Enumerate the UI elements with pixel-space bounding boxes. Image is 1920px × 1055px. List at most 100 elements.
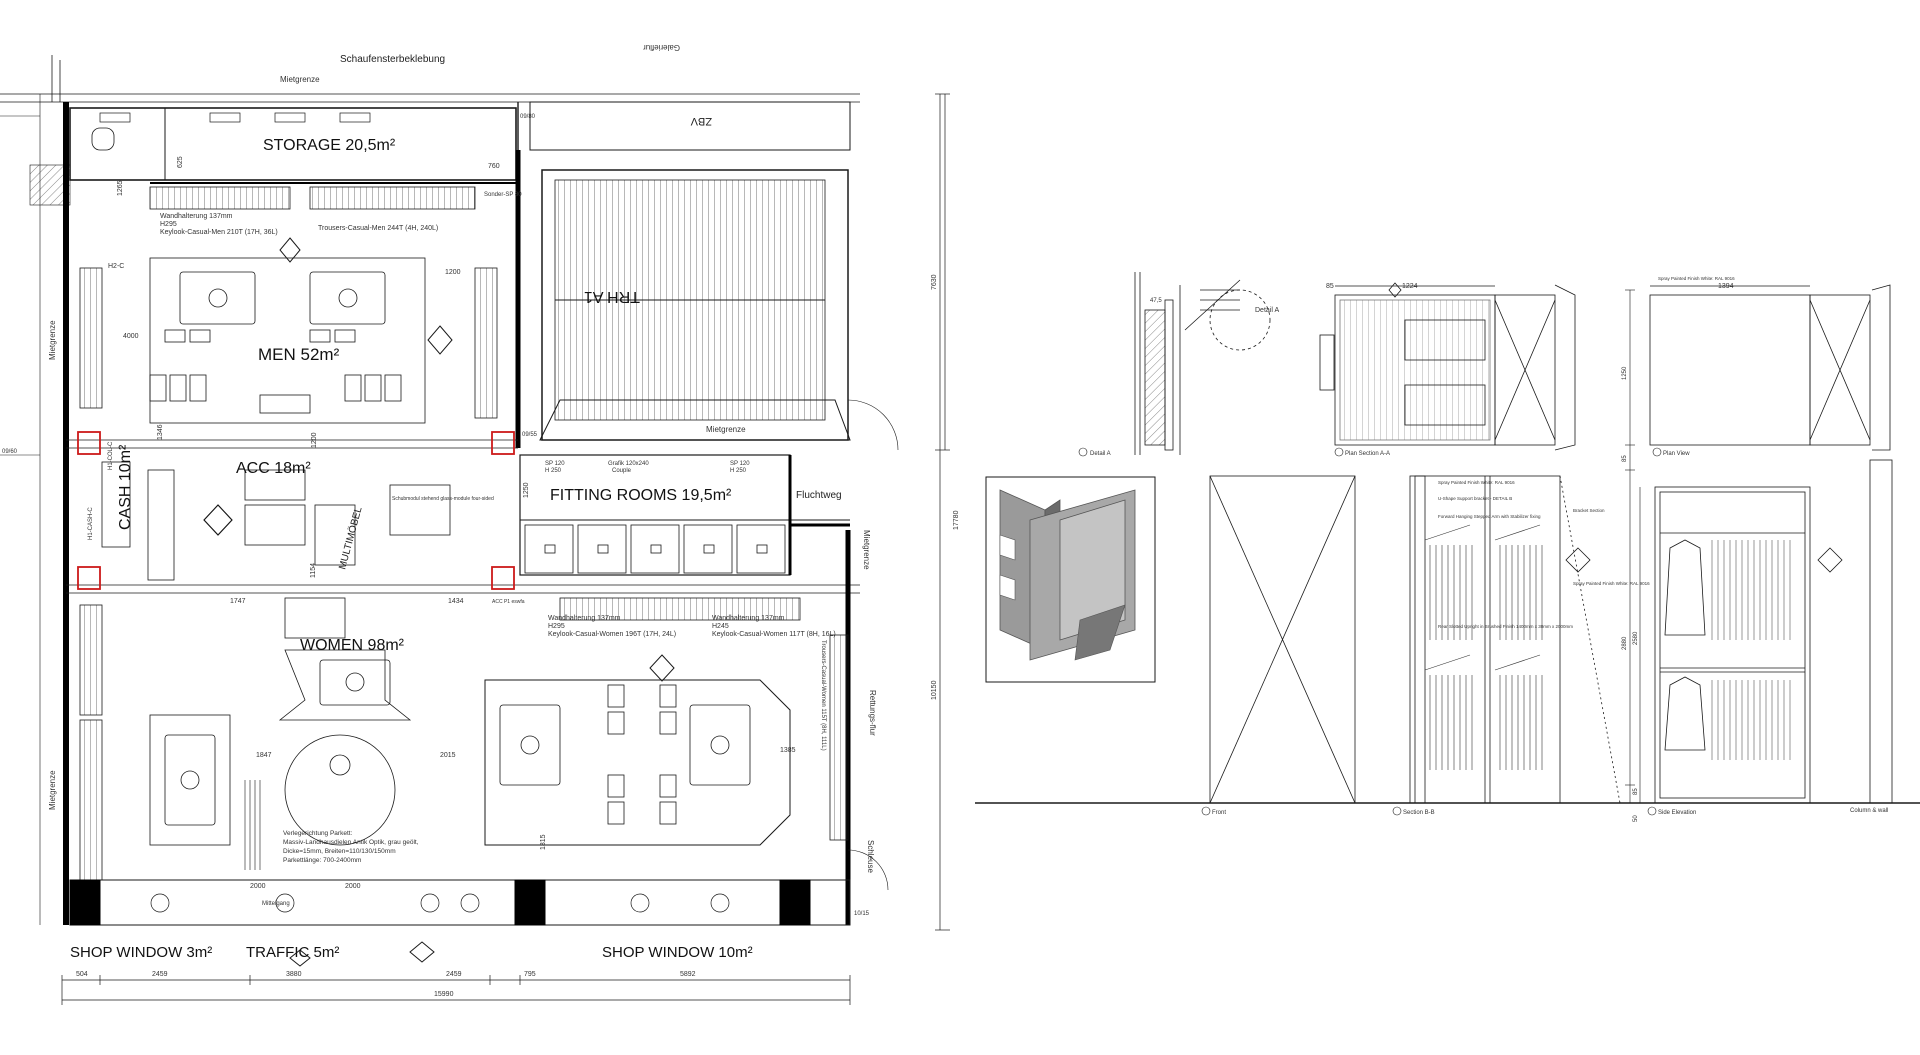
note-ushape: U-Shape Support bracket - DETAIL B (1438, 496, 1512, 501)
label-h295-women: H295 (548, 623, 565, 630)
note-spray-side: Spray Painted Finish White: RAL 9016 (1573, 581, 1650, 586)
label-acc-p1: ACC P1 eswfa (492, 599, 525, 605)
label-mietgrenze-right: Mietgrenze (862, 530, 871, 570)
detail-drawings (975, 272, 1920, 816)
bracket-render (999, 489, 1136, 661)
dim-1346: 1346 (157, 424, 164, 440)
note-forward: Forward Hanging Stepped Arm with Stabili… (1438, 514, 1541, 519)
level-schleuse: 10/15 (854, 911, 870, 917)
room-zbv: ZBV (690, 115, 712, 127)
dim-2000b: 2000 (345, 883, 361, 890)
dim-1265: 1265 (117, 180, 124, 196)
dim-2000a: 2000 (250, 883, 266, 890)
label-couple: Couple (612, 468, 632, 474)
dim-1200a: 1200 (445, 269, 461, 276)
label-mietgrenze-left2: Mietgrenze (48, 770, 57, 810)
note-spray-section: Spray Painted Finish White: RAL 9016 (1438, 480, 1515, 485)
room-acc: ACC 18m² (236, 460, 311, 477)
dim-2015: 2015 (440, 752, 456, 759)
dim-2580: 2580 (1633, 631, 1639, 645)
label-trousers-women: Trousers-Casual-Women 115T (8H, 111L) (820, 640, 826, 751)
dim-50: 50 (1633, 815, 1639, 822)
room-trh: TRH A1 (584, 288, 640, 305)
label-parkett-2: Dicke=15mm, Breiten=110/130/150mm (283, 848, 396, 855)
label-mietgrenze-left1: Mietgrenze (48, 320, 57, 360)
dim-10150: 10150 (931, 680, 938, 700)
dim-1224: 1224 (1402, 283, 1418, 290)
dim-85b: 85 (1622, 455, 1628, 462)
label-grafik: Grafik 120x240 (608, 461, 649, 467)
dim-1315: 1315 (540, 834, 547, 850)
caption-side-elevation: Side Elevation (1658, 810, 1696, 816)
caption-section-b: Section B-B (1403, 810, 1435, 816)
room-traffic: TRAFFIC 5m² (246, 944, 339, 961)
dim-1385: 1385 (780, 747, 796, 754)
level-top: 09/80 (520, 114, 536, 120)
label-wandhalterung-women: Wandhalterung 137mm (548, 615, 621, 622)
note-rear: Rear Slotted Upright in Brushed Finish 1… (1438, 624, 1573, 629)
label-verlegerichtung: Verlegerichtung Parkett: (283, 830, 353, 837)
label-h250-2: H 250 (730, 468, 747, 474)
room-cash: CASH 10m² (117, 444, 134, 530)
dim-2880: 2880 (1622, 636, 1628, 650)
level-left: 09/60 (2, 449, 18, 455)
dim-1394: 1394 (1718, 283, 1734, 290)
dim-85c: 85 (1633, 788, 1639, 795)
label-mittelgang: Mittelgang (262, 901, 290, 907)
label-h245-women: H245 (712, 623, 729, 630)
dim-2459a: 2459 (152, 971, 168, 978)
detail-a-label: Detail A (1255, 307, 1279, 314)
label-parkett-1: Massiv-Landhausdielen Antik Optik, grau … (283, 839, 419, 846)
label-sp120-2: SP 120 (730, 461, 750, 467)
label-wandhalterung-women2: Wandhalterung 137mm (712, 615, 785, 622)
label-keylook-women: Keylook-Casual-Women 196T (17H, 24L) (548, 631, 676, 638)
label-keylook-women2: Keylook-Casual-Women 117T (8H, 16L) (712, 631, 836, 638)
label-trousers-men: Trousers-Casual-Men 244T (4H, 240L) (318, 225, 438, 232)
label-h295-men: H295 (160, 221, 177, 228)
dim-1250: 1250 (523, 482, 530, 498)
dim-4000: 4000 (123, 333, 139, 340)
dim-3880: 3880 (286, 971, 302, 978)
dim-795: 795 (524, 971, 536, 978)
note-bracket-side: Bracket Section (1573, 508, 1605, 513)
dim-17780: 17780 (953, 510, 960, 530)
room-shop-window-right: SHOP WINDOW 10m² (602, 944, 753, 961)
dim-1154: 1154 (310, 563, 317, 578)
label-mietgrenze-stair: Mietgrenze (706, 425, 746, 434)
floor-plan (0, 55, 950, 1005)
dim-5892: 5892 (680, 971, 696, 978)
note-spray-plan: Spray Painted Finish White: RAL 9016 (1658, 276, 1735, 281)
room-men: MEN 52m² (258, 345, 340, 364)
dim-47-5: 47,5 (1150, 298, 1162, 304)
dim-504: 504 (76, 971, 88, 978)
level-mid: 09/55 (522, 432, 538, 438)
label-galerieflur: Galerieflur (643, 43, 680, 52)
label-keylook-men: Keylook-Casual-Men 210T (17H, 36L) (160, 229, 278, 236)
label-schleuse: Schleuse (866, 840, 875, 873)
label-sonder: Sonder-SP 80 (484, 192, 522, 198)
dim-1847: 1847 (256, 752, 272, 759)
dim-15990: 15990 (434, 991, 454, 998)
label-h250-1: H 250 (545, 468, 562, 474)
label-schaufenster: Schaufensterbeklebung (340, 54, 445, 65)
caption-column-wall: Column & wall (1850, 808, 1888, 814)
label-h2c: H2-C (108, 263, 124, 270)
label-parkett-3: Parkettlänge: 700-2400mm (283, 857, 361, 864)
room-storage: STORAGE 20,5m² (263, 137, 396, 154)
dim-2459b: 2459 (446, 971, 462, 978)
dim-1250-detail: 1250 (1622, 366, 1628, 380)
label-wandhalterung-men: Wandhalterung 137mm (160, 213, 233, 220)
dim-1200b: 1200 (311, 432, 318, 448)
caption-plan-view: Plan View (1663, 451, 1690, 457)
room-women: WOMEN 98m² (300, 637, 405, 654)
dim-760: 760 (488, 163, 500, 170)
label-fluchtweg: Fluchtweg (796, 490, 842, 501)
label-rettungsflur: Rettungs-flur (868, 690, 877, 736)
label-sp120-1: SP 120 (545, 461, 565, 467)
dim-625: 625 (177, 156, 184, 168)
dim-1434: 1434 (448, 598, 464, 605)
label-schubmodul: Schubmodul stehend glass-module four-sid… (392, 496, 494, 502)
dim-1747: 1747 (230, 598, 246, 605)
label-h1col: H1-COL-C (108, 441, 114, 470)
